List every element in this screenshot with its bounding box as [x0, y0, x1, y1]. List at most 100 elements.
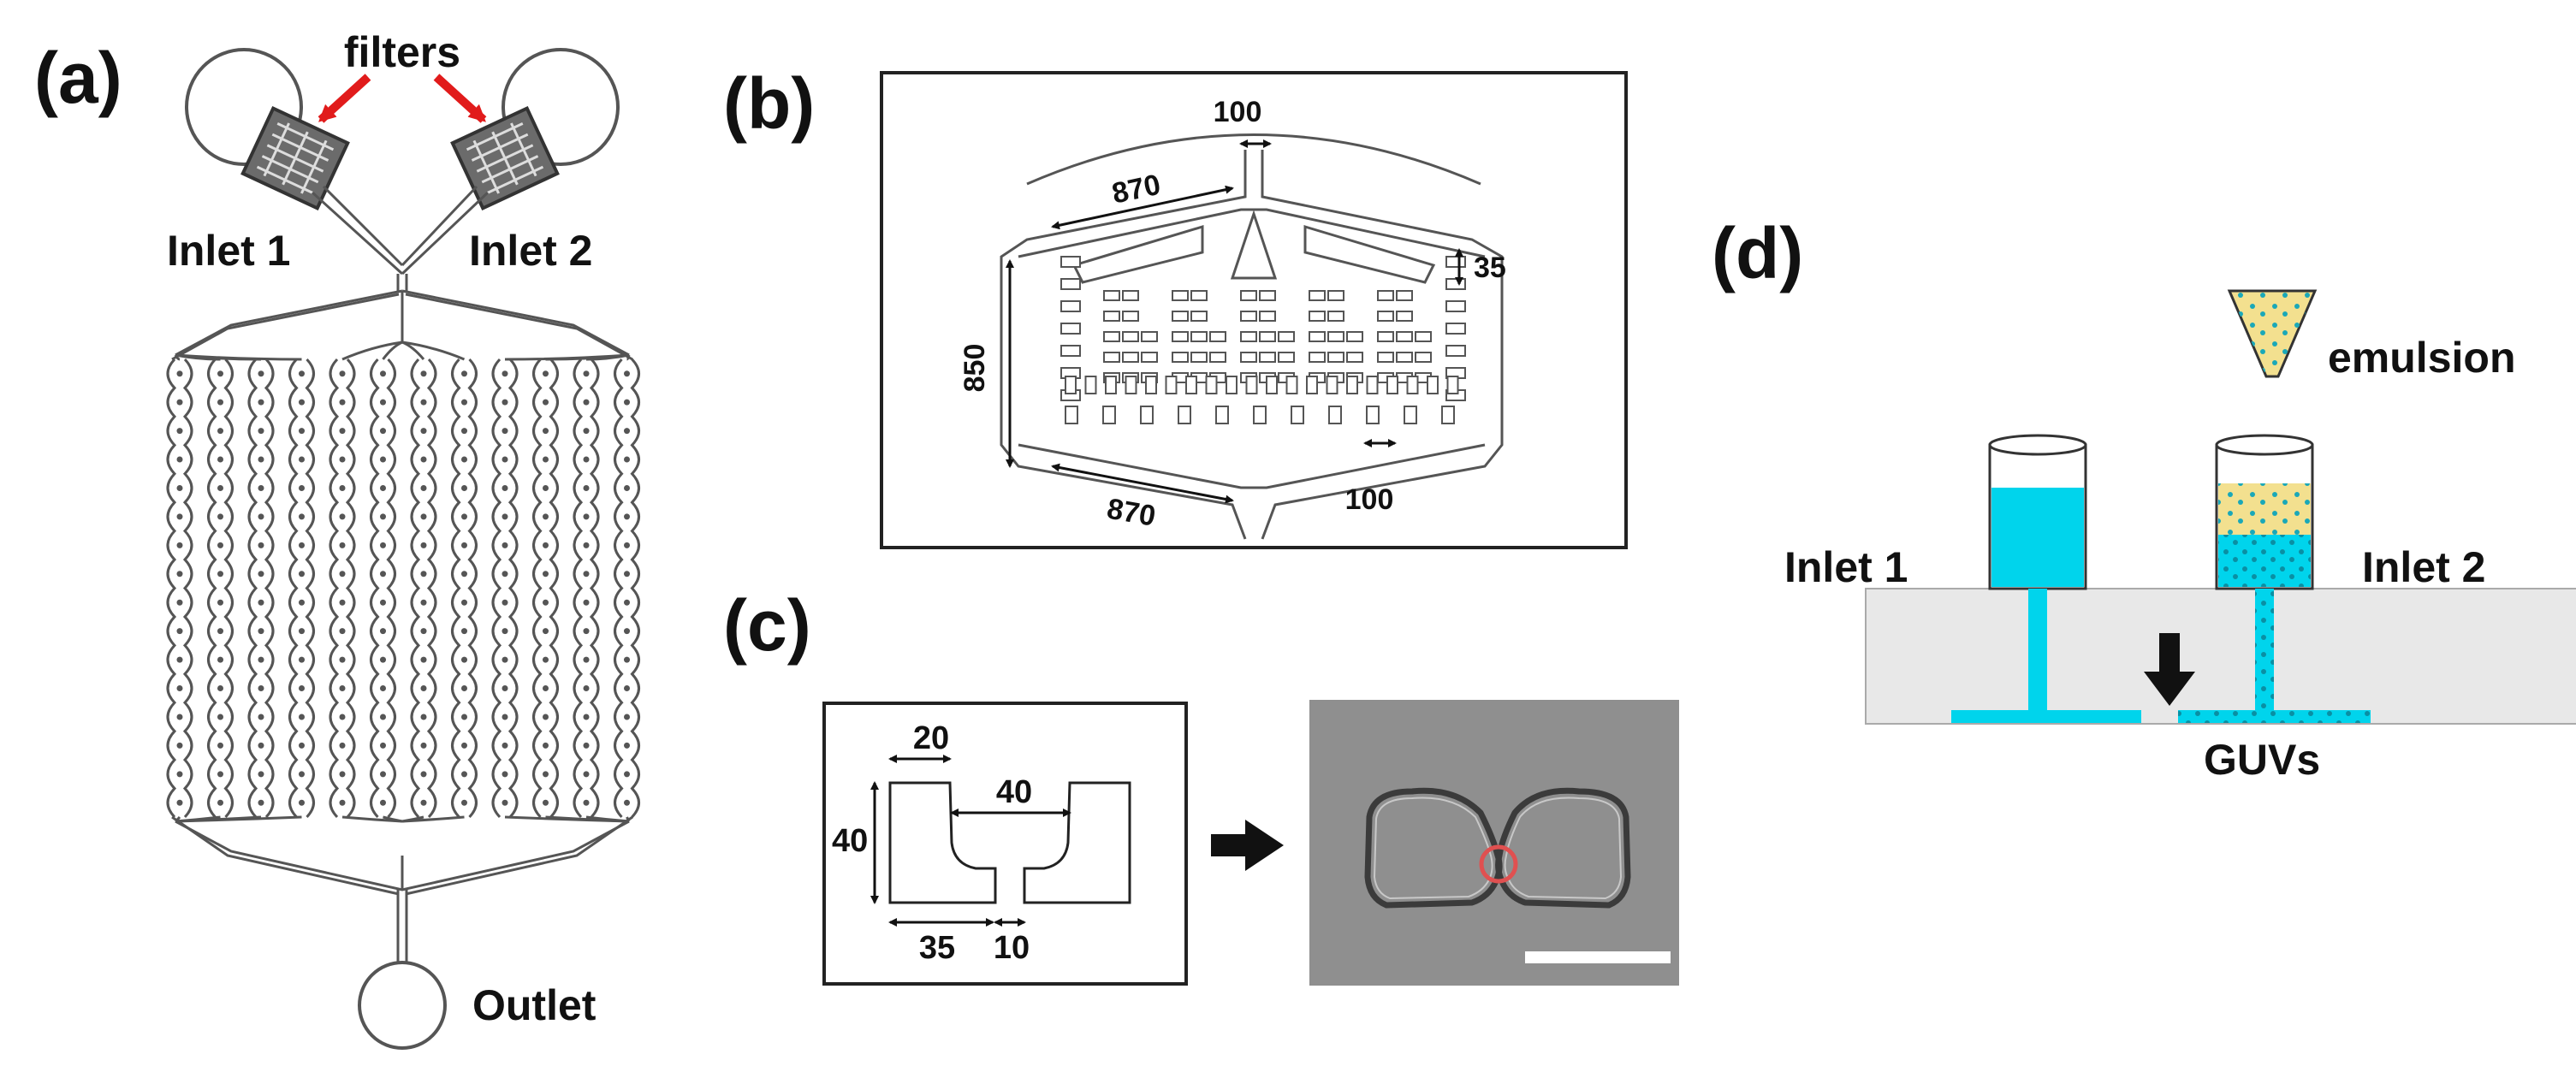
trap-rect: [1060, 323, 1081, 335]
trap-dot: [502, 799, 508, 806]
trap-column-wall: [451, 358, 461, 819]
trap-column-wall: [507, 358, 519, 819]
dim-c-bottom-width: 35: [919, 930, 955, 966]
trap-rect: [1445, 300, 1466, 312]
trap-rect: [1309, 311, 1326, 322]
dim-c-height: 40: [832, 823, 868, 859]
trap-dot: [339, 656, 346, 663]
trap-dot: [299, 685, 305, 692]
trap-dot: [176, 370, 183, 377]
trap-dot: [502, 656, 508, 663]
trap-rect: [1327, 290, 1344, 301]
trap-rect: [1327, 331, 1344, 342]
guvs-label: GUVs: [2204, 736, 2320, 784]
trap-dot: [176, 542, 183, 548]
trap-dot: [583, 513, 590, 520]
trap-rect: [1205, 376, 1218, 394]
trap-dot: [624, 571, 630, 578]
trap-rect: [1309, 352, 1326, 363]
trap-dot: [299, 456, 305, 463]
trap-dot: [299, 656, 305, 663]
trap-dot: [217, 799, 223, 806]
trap-dot: [543, 571, 549, 578]
trap-dot: [380, 628, 386, 635]
trap-rect: [1103, 290, 1120, 301]
trap-rect: [1240, 331, 1257, 342]
trap-rect: [1266, 376, 1278, 394]
trap-rect: [1445, 278, 1466, 290]
trap-dot: [380, 714, 386, 720]
trap-right-post: [1023, 781, 1131, 904]
trap-column-wall: [223, 358, 234, 819]
trap-rect: [1103, 311, 1120, 322]
trap-dot: [258, 456, 264, 463]
trap-rect: [1122, 331, 1139, 342]
trap-dot: [299, 771, 305, 778]
reservoir-1-rim: [1988, 434, 2087, 456]
trap-dot: [461, 742, 467, 749]
panel-a-label: (a): [34, 38, 122, 118]
trap-column-wall: [288, 358, 299, 819]
trap-rect: [1190, 290, 1208, 301]
trap-dot: [217, 714, 223, 720]
trap-dot: [217, 685, 223, 692]
merge-channel: [401, 815, 465, 823]
trap-column-wall: [410, 358, 421, 819]
trap-dot: [543, 542, 549, 548]
trap-dot: [420, 628, 427, 635]
trap-rect: [1346, 331, 1363, 342]
trap-rect: [1245, 376, 1258, 394]
trap-dot: [420, 656, 427, 663]
panel-b-label: (b): [723, 63, 815, 144]
trap-dot: [176, 484, 183, 491]
trap-dot: [583, 370, 590, 377]
trap-dot: [176, 799, 183, 806]
trap-dot: [299, 484, 305, 491]
trap-rect: [1346, 376, 1358, 394]
trap-dot: [339, 571, 346, 578]
trap-dot: [583, 542, 590, 548]
trap-dot: [624, 742, 630, 749]
trap-dot: [258, 685, 264, 692]
trap-dot: [258, 399, 264, 406]
panel-c: (c) 20 40 40 35 10: [723, 585, 1679, 986]
trap-column-wall: [630, 358, 640, 819]
branch-channel: [341, 341, 403, 361]
trap-dot: [543, 742, 549, 749]
trap-left-post: [888, 781, 997, 904]
trap-dot: [543, 799, 549, 806]
trap-dot: [339, 513, 346, 520]
trap-dot: [543, 484, 549, 491]
trap-column-wall: [426, 358, 437, 819]
trap-dot: [583, 456, 590, 463]
trap-dot: [176, 714, 183, 720]
trap-rect: [1103, 352, 1120, 363]
trap-dot: [380, 513, 386, 520]
trap-dot: [217, 742, 223, 749]
trap-rect: [1291, 406, 1304, 424]
trap-dot: [380, 771, 386, 778]
panel-c-label: (c): [723, 585, 811, 666]
dim-upper-diagonal-arrow: [1051, 185, 1234, 230]
trap-dot: [217, 628, 223, 635]
trap-dot: [624, 370, 630, 377]
trap-rect: [1346, 352, 1363, 363]
trap-rect: [1259, 290, 1276, 301]
trap-column-wall: [247, 358, 258, 819]
filters-label: filters: [344, 28, 460, 76]
trap-rect: [1185, 376, 1197, 394]
trap-dot: [502, 370, 508, 377]
trap-column-wall: [589, 358, 600, 819]
trap-dot: [380, 428, 386, 435]
trap-rect: [1445, 323, 1466, 335]
trap-dot: [543, 513, 549, 520]
trap-array: [166, 289, 640, 967]
trap-dot: [420, 714, 427, 720]
trap-rect: [1240, 290, 1257, 301]
trap-dot: [502, 628, 508, 635]
trap-column-wall: [532, 358, 543, 819]
trap-rect: [1215, 406, 1229, 424]
trap-dot: [624, 685, 630, 692]
trap-dot: [176, 513, 183, 520]
trap-dot: [461, 656, 467, 663]
